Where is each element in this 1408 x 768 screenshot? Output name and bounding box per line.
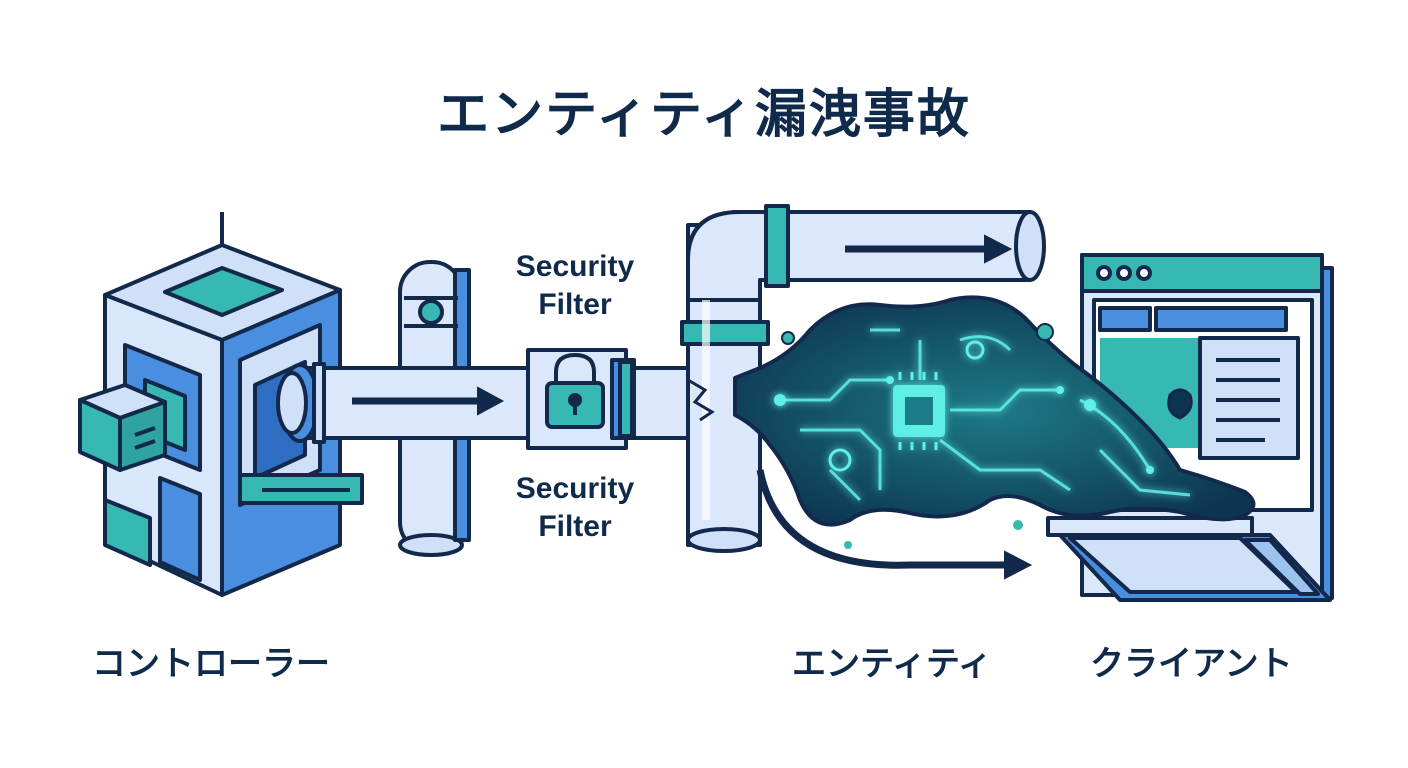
arrow-icon bbox=[352, 234, 1033, 580]
security-filter-top-line2: Filter bbox=[538, 288, 612, 321]
security-filter-top-line1: Security bbox=[515, 250, 635, 283]
chip-icon bbox=[893, 372, 945, 450]
padlock-icon bbox=[545, 353, 605, 429]
security-filter-bottom-line2: Filter bbox=[538, 510, 612, 543]
page-title: エンティティ漏洩事故 bbox=[437, 85, 971, 145]
entity-label: エンティティ bbox=[792, 644, 992, 684]
client-label: クライアント bbox=[1090, 644, 1293, 684]
security-filter-bottom-line1: Security bbox=[515, 472, 635, 505]
pipe-icon bbox=[276, 204, 1046, 557]
security-filter-label-top: Security Filter bbox=[495, 248, 655, 324]
laptop-icon bbox=[1046, 516, 1332, 602]
controller-label: コントローラー bbox=[92, 644, 330, 684]
leak-blob-icon bbox=[687, 295, 1256, 549]
security-filter-label-bottom: Security Filter bbox=[495, 470, 655, 546]
